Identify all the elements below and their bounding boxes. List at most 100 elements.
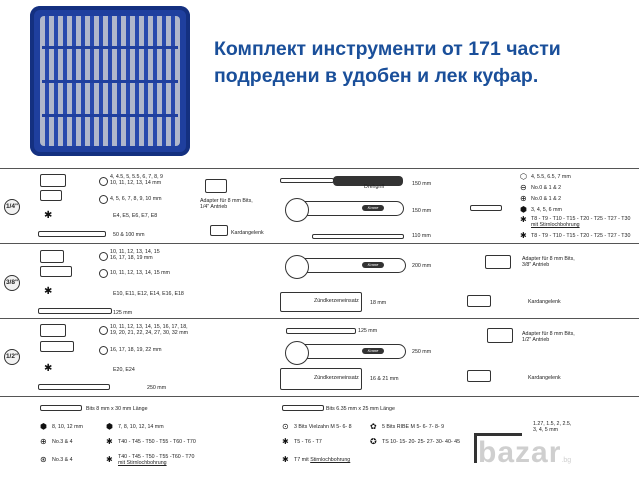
phillips-bit-sizes: No.3 & 4: [52, 439, 73, 445]
pozidriv-bit-icon: ⊕: [520, 194, 527, 203]
t-bar-length: 110 mm: [412, 233, 431, 239]
headline-line-2: подредени в удобен и лек куфар.: [214, 65, 539, 87]
adapter-label: Adapter für 8 mm Bits,3/8" Antrieb: [522, 256, 575, 269]
adapter-label: Adapter für 8 mm Bits,1/2" Antrieb: [522, 331, 575, 344]
torx-socket-sizes: E20, E24: [113, 367, 135, 373]
ratchet-icon: Krane: [285, 255, 406, 279]
section-divider: [0, 168, 639, 169]
hex-ring-icon: [99, 269, 108, 278]
phillips-bit-sizes: No.0 & 1 & 2: [531, 185, 562, 191]
ratchet-length: 150 mm: [412, 208, 432, 214]
section-divider: [0, 318, 639, 319]
section-divider: [0, 243, 639, 244]
deep-socket-sizes: 10, 11, 12, 13, 14, 15 mm: [110, 270, 170, 276]
torx-socket-sizes: E4, E5, E6, E7, E8: [113, 213, 158, 219]
bit-holder-icon: [470, 205, 502, 211]
deep-socket-icon: [40, 341, 74, 352]
torx-socket-sizes: E10, E11, E12, E14, E16, E18: [113, 291, 184, 297]
hex-bit-sizes-2: 7, 8, 10, 12, 14 mm: [118, 424, 164, 430]
spark-plug-socket-icon: [280, 368, 362, 390]
spinner-handle-icon: [333, 176, 403, 186]
torx-bit-icon: ✱: [106, 455, 113, 464]
headline-line-1: Комплект инструменти от 171 части: [214, 38, 561, 60]
headline: Комплект инструменти от 171 части подред…: [214, 36, 634, 90]
ts-bit-icon: ✪: [370, 437, 377, 446]
watermark-text: bazar: [478, 436, 562, 469]
hex-bit-icon: ⬢: [106, 422, 113, 431]
pozidriv-bit-sizes: No.3 & 4: [52, 457, 73, 463]
drive-size-badge: 1/4": [4, 199, 20, 215]
hex-ring-icon: [99, 195, 108, 204]
spinner-shaft-icon: [280, 178, 334, 183]
section-divider: [0, 396, 639, 397]
ujoint-label: Kardangelenk: [528, 375, 561, 381]
torx-icon: ✱: [44, 210, 53, 221]
pozidriv-bit-icon: ⊛: [40, 455, 47, 464]
t7-bit-label: T7 mit Stirnlochbohrung: [294, 457, 351, 463]
hex-bit-icon: ⬢: [40, 422, 47, 431]
ujoint-label: Kardangelenk: [231, 230, 264, 236]
bit-adapter-icon: [485, 255, 511, 269]
ratchet-length: 250 mm: [412, 349, 432, 355]
torx-bit-icon: ✱: [106, 437, 113, 446]
torx-bit-icon: ✱: [520, 231, 527, 240]
ts-bit-sizes-2: TS 10- 15- 20- 25- 27- 30- 40- 45: [382, 439, 461, 445]
socket-icon: [40, 324, 66, 337]
drive-size-badge: 1/2": [4, 349, 20, 365]
ts-bit-sizes: T5 - T6 - T7: [294, 439, 322, 445]
spark-plug-length: 18 mm: [370, 300, 387, 306]
spark-plug-label: Zündkerzeneinsatz: [314, 298, 359, 304]
hex-bit-sizes: 8, 10, 12 mm: [52, 424, 83, 430]
deep-socket-sizes: 4, 5, 6, 7, 8, 9, 10 mm: [110, 196, 162, 202]
spline-bit-sizes: 3 Bits Vielzahn M 5- 6- 8: [294, 424, 352, 430]
torx-bit-sizes: T40 - T45 - T50 - T55 - T60 - T70: [118, 439, 196, 445]
bit-adapter-icon: [487, 328, 513, 343]
ratchet-icon: Krane: [285, 341, 406, 365]
spline-bit-icon: ⊙: [282, 422, 289, 431]
ratchet-length: 200 mm: [412, 263, 432, 269]
bits-635mm-label: Bits 6.35 mm x 25 mm Länge: [326, 406, 395, 412]
phillips-bit-icon: ⊕: [40, 437, 47, 446]
torx-bit-icon: ✱: [282, 455, 289, 464]
ratchet-icon: Krane: [285, 198, 404, 222]
t-bar-length: 250 mm: [147, 385, 167, 391]
tool-case-image: [30, 6, 190, 156]
hex-ring-icon: [99, 326, 108, 335]
socket-icon: [40, 190, 62, 201]
allen-bit-sizes: 3, 4, 5, 6 mm: [531, 207, 562, 213]
universal-joint-icon: [467, 370, 491, 382]
bit-adapter-icon: [205, 179, 227, 193]
drive-size-badge: 3/8": [4, 275, 20, 291]
t-bar-icon: [312, 234, 404, 239]
universal-joint-icon: [210, 225, 228, 236]
watermark-tld: .bg: [561, 457, 572, 464]
ribe-bit-icon: ✿: [370, 422, 377, 431]
adapter-label: Adapter für 8 mm Bits,1/4" Antrieb: [200, 198, 253, 211]
torx-icon: ✱: [44, 363, 53, 374]
bit-icon: [282, 405, 324, 411]
ribe-bit-sizes: 5 Bits RIBE M 5- 6- 7- 8- 9: [382, 424, 445, 430]
torx-bit-sizes: T8 - T9 - T10 - T15 - T20 - T25 - T27 - …: [531, 216, 631, 229]
spark-plug-socket-icon: [280, 292, 362, 312]
socket-icon: [40, 174, 66, 187]
allen-key-icon: [474, 433, 522, 436]
ujoint-label: Kardangelenk: [528, 299, 561, 305]
spinner-length: 150 mm: [412, 181, 432, 187]
hex-ring-icon: [99, 346, 108, 355]
pozidriv-bit-sizes: No.0 & 1 & 2: [531, 196, 562, 202]
hex-ring-icon: [99, 177, 108, 186]
extension-bar-icon: [286, 328, 356, 334]
hex-ring-icon: [99, 252, 108, 261]
allen-key-sizes: 1.27, 1.5, 2, 2.5,3, 4, 5 mm: [533, 421, 572, 434]
extension-length: 125 mm: [113, 310, 133, 316]
deep-socket-icon: [40, 266, 72, 277]
allen-bit-icon: ⬢: [520, 205, 527, 214]
extension-bar-icon: [38, 308, 112, 314]
t-bar-icon: [38, 384, 110, 390]
extension-bar-icon: [38, 231, 106, 237]
torx-bit-sizes-2: T8 - T9 - T10 - T15 - T20 - T25 - T27 - …: [531, 233, 631, 239]
spark-plug-label: Zündkerzeneinsatz: [314, 375, 359, 381]
